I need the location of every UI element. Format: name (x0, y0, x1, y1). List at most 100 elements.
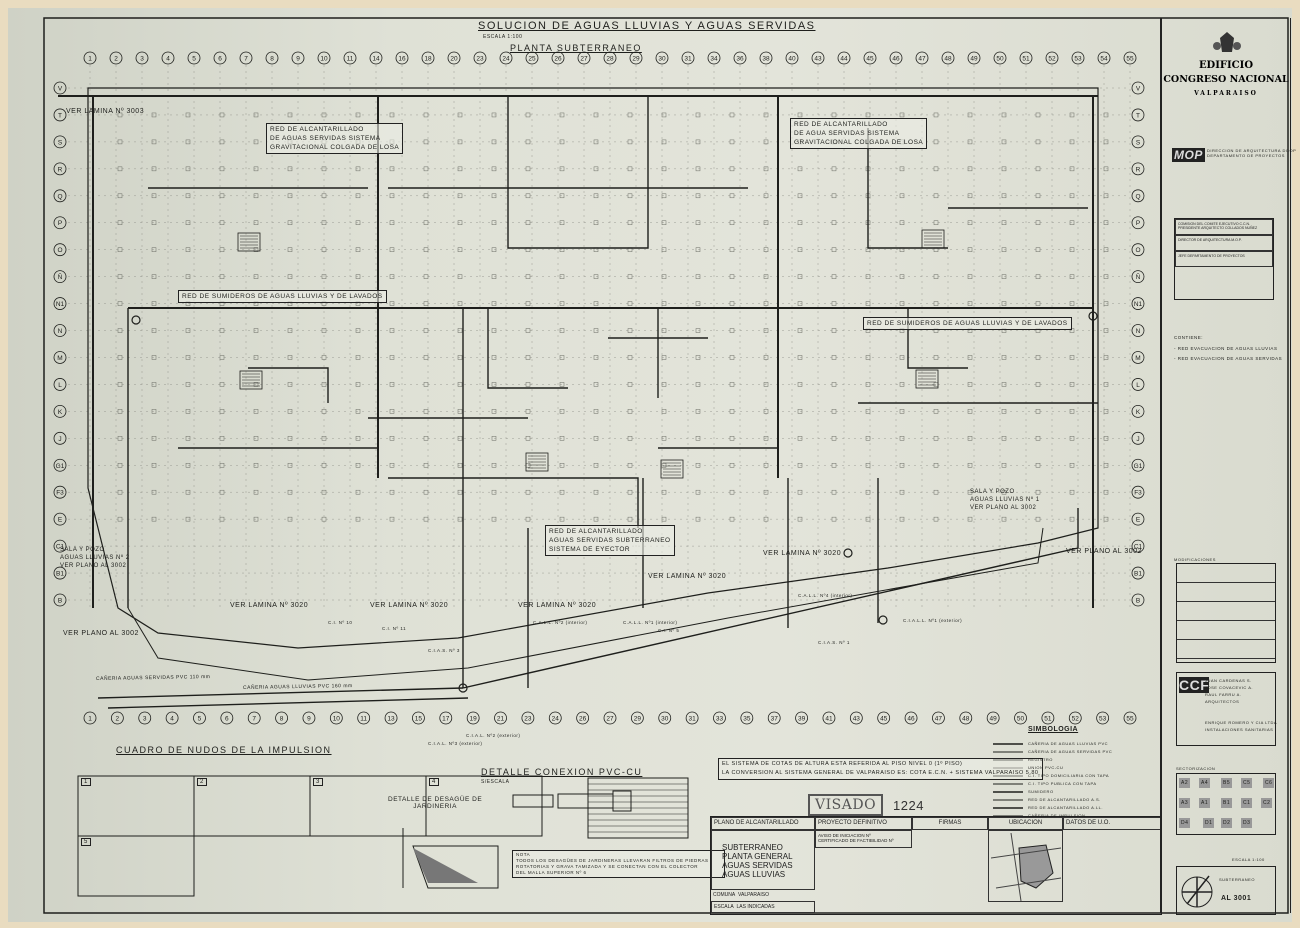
label-line: EL SISTEMA DE COTAS DE ALTURA ESTA REFER… (722, 761, 963, 767)
bottom-axis-bubble (877, 711, 891, 725)
column-marker (661, 274, 667, 279)
column-marker (967, 139, 973, 145)
column-marker (899, 220, 905, 225)
column-marker (491, 274, 497, 279)
column-marker (627, 220, 633, 225)
conexion-title: DETALLE CONEXION PVC-CU (481, 767, 643, 777)
column-marker (457, 301, 463, 306)
column-marker (287, 220, 293, 225)
nudo-number: 1 (81, 778, 91, 786)
row-axis-label: L (58, 382, 62, 389)
column-marker (491, 409, 497, 414)
column-marker (933, 436, 939, 441)
column-marker (389, 274, 395, 279)
bottom-axis-bubble (822, 711, 836, 725)
column-marker (559, 355, 565, 360)
row-axis-label: G1 (1134, 463, 1143, 470)
column-marker (899, 301, 905, 306)
top-axis-bubble (915, 51, 929, 65)
column-marker (457, 166, 463, 172)
simbologia-item: RED DE ALCANTARILLADO A.S. (1028, 797, 1101, 802)
bottom-axis-bubble (193, 711, 206, 725)
bottom-axis-bubble (685, 711, 699, 725)
column-marker (355, 247, 361, 252)
column-marker (559, 139, 565, 145)
column-marker (1069, 247, 1075, 252)
ver-plano-left: VER PLANO AL 3002 (63, 630, 139, 637)
mop-text: DIRECCION DE ARQUITECTURA DGOP DEPARTAME… (1207, 148, 1296, 158)
architects-logo: CCF (1179, 677, 1210, 693)
bottom-axis-bubble (83, 711, 97, 725)
column-marker (763, 193, 769, 199)
top-axis-label: 11 (347, 56, 354, 63)
column-marker (933, 355, 939, 360)
plano-label: PLANO DE ALCANTARILLADO (711, 817, 815, 830)
bottom-axis-label: 53 (1099, 716, 1107, 723)
top-axis-label: 31 (684, 56, 692, 63)
bottom-axis-bubble (220, 711, 234, 725)
bottom-axis-bubble (494, 711, 507, 725)
column-marker (1069, 193, 1075, 199)
row-axis-bubble (53, 297, 67, 310)
column-marker (219, 166, 225, 172)
bottom-axis-label: 15 (415, 716, 423, 723)
column-marker (287, 274, 293, 279)
column-marker (1001, 436, 1007, 441)
column-marker (1103, 220, 1109, 225)
column-marker (389, 247, 395, 252)
sheet-name: SUBTERRANEO PLANTA GENERAL AGUAS SERVIDA… (711, 830, 815, 890)
column-marker (1069, 409, 1075, 414)
bottom-axis-bubble (466, 711, 480, 725)
column-marker (355, 436, 361, 441)
row-axis-label: G1 (56, 463, 65, 470)
top-axis-bubble (213, 51, 227, 65)
label-line: GRAVITACIONAL COLGADA DE LOSA (794, 139, 924, 146)
column-marker (185, 516, 191, 522)
column-marker (253, 220, 259, 225)
bottom-axis-bubble (275, 711, 288, 725)
top-axis-label: 55 (1126, 56, 1134, 63)
column-marker (525, 112, 531, 118)
column-marker (287, 355, 293, 360)
column-marker (423, 166, 429, 172)
column-marker (287, 436, 293, 441)
column-marker (321, 247, 327, 252)
column-marker (661, 489, 667, 495)
column-marker (797, 220, 803, 225)
bottom-axis-label: 52 (1072, 716, 1080, 723)
column-marker (1103, 463, 1109, 468)
column-marker (831, 247, 837, 252)
row-axis-label: B (1136, 598, 1140, 605)
column-marker (117, 220, 123, 225)
label-line: DETALLE DE DESAGÜE DE (388, 796, 483, 803)
row-axis-label: M (1135, 355, 1140, 362)
top-axis-label: 53 (1074, 56, 1082, 63)
row-axis-label: T (1136, 112, 1140, 119)
label-line: JOSE COVACEVIC A. (1205, 685, 1253, 690)
label-line: DE AGUA SERVIDAS SISTEMA (794, 130, 900, 137)
sector-cell: C5 (1241, 778, 1253, 788)
column-marker (1001, 247, 1007, 252)
column-marker (559, 112, 565, 118)
top-axis-bubble (239, 51, 253, 65)
column-marker (729, 382, 735, 387)
top-axis-bubble (447, 51, 461, 65)
column-marker (933, 409, 939, 414)
label-line: VER PLANO AL 3002 (970, 505, 1037, 511)
row-axis-label: Ñ (58, 272, 63, 281)
column-marker (1035, 247, 1041, 252)
top-axis-label: 52 (1048, 56, 1056, 63)
column-marker (661, 328, 667, 333)
bottom-axis-label: 21 (497, 716, 505, 723)
label-line: AGUAS SERVIDAS SUBTERRANEO (549, 537, 671, 544)
column-marker (899, 355, 905, 360)
bottom-axis-label: 41 (825, 716, 833, 723)
bottom-axis-bubble (548, 711, 562, 725)
column-marker (559, 382, 565, 387)
bottom-axis-bubble (329, 711, 343, 725)
column-marker (797, 516, 803, 522)
comuna-value: VALPARAISO (738, 892, 769, 898)
column-marker (1035, 112, 1041, 118)
label-line: ARQUITECTOS (1205, 699, 1240, 704)
